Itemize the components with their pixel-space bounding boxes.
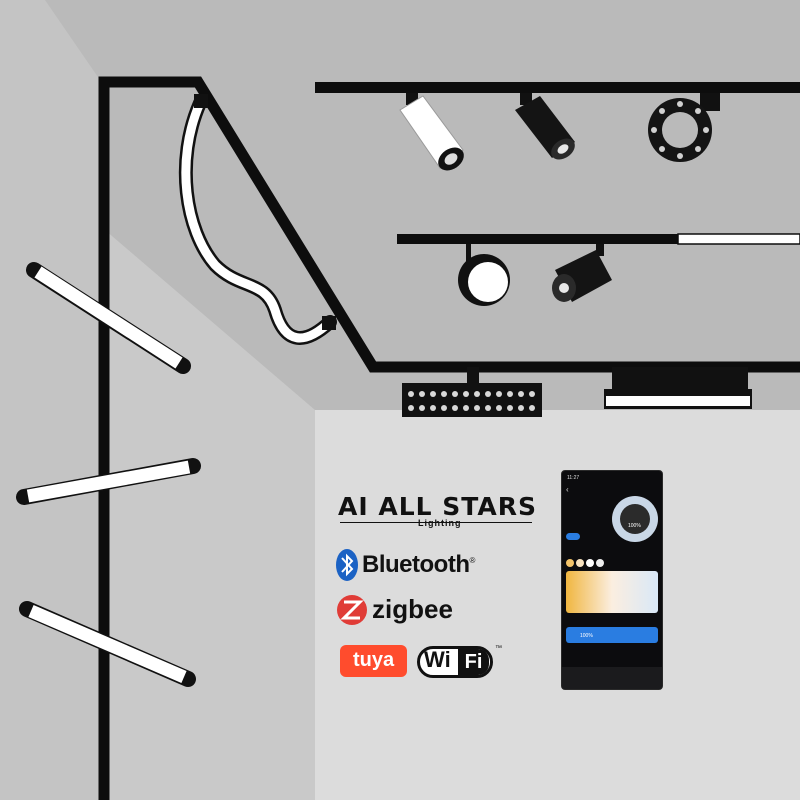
- brightness-value: 100%: [580, 633, 593, 639]
- phone-app-mockup: 11:27 ‹ 100% 100%: [561, 470, 663, 690]
- bluetooth-registered-mark: ®: [469, 556, 475, 565]
- wifi-label-left: Wi: [424, 647, 451, 672]
- bluetooth-logo: Bluetooth®: [362, 551, 475, 579]
- preset-swatch: [576, 559, 584, 567]
- app-bottom-nav: [562, 667, 662, 689]
- bluetooth-icon: [336, 549, 358, 581]
- ceiling-track-2: [397, 234, 678, 244]
- disc-light: [458, 244, 510, 306]
- ring-light: [648, 93, 720, 162]
- zigbee-icon: [337, 595, 367, 625]
- brand-title: AI ALL STARS: [338, 492, 537, 521]
- tube-light-1: [26, 262, 191, 374]
- bluetooth-label: Bluetooth: [362, 551, 470, 578]
- wifi-trademark: ™: [495, 645, 502, 652]
- ceiling-track-1: [315, 82, 800, 93]
- back-icon: ‹: [566, 485, 569, 494]
- brand-divider: [340, 522, 532, 523]
- zigbee-label: zigbee: [372, 594, 453, 624]
- tube-light-2: [16, 458, 201, 505]
- preset-swatch: [566, 559, 574, 567]
- linear-panel-light: [604, 367, 752, 409]
- color-temperature-palette: [566, 571, 658, 613]
- dial-value: 100%: [628, 523, 641, 529]
- wifi-label-right: Fi: [458, 649, 489, 675]
- phone-time: 11:27: [567, 475, 580, 481]
- power-toggle: [566, 533, 580, 540]
- tuya-label: tuya: [352, 649, 395, 671]
- spotlight-black-2: [552, 244, 612, 302]
- flexible-light: [181, 98, 335, 343]
- spotlight-white: [399, 93, 464, 171]
- flexible-light-cap-bottom: [322, 316, 336, 330]
- flexible-light-cap-top: [194, 94, 208, 108]
- grille-light: [402, 367, 542, 417]
- brightness-dial-center: [620, 504, 650, 534]
- ceiling-track-2-lit: [677, 233, 800, 245]
- brightness-bar: [566, 627, 658, 643]
- tuya-logo: tuya: [340, 645, 407, 677]
- spotlight-black: [515, 93, 575, 160]
- wall-right: [315, 410, 800, 800]
- wall-corner: [0, 0, 100, 800]
- brand-subtitle: Lighting: [418, 518, 462, 528]
- preset-swatch: [586, 559, 594, 567]
- tube-light-3: [19, 601, 196, 687]
- preset-swatch: [596, 559, 604, 567]
